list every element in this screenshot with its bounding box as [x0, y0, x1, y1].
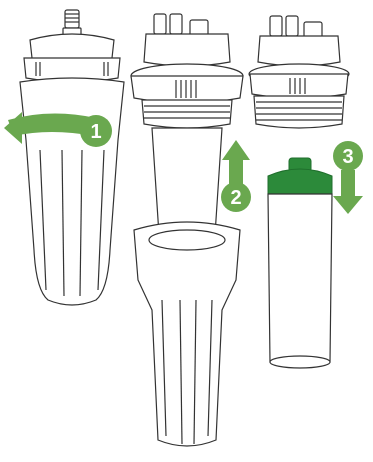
replacement-cartridge — [268, 158, 332, 368]
housing-head — [144, 34, 230, 66]
cartridge-body — [268, 194, 332, 367]
step-3-down-arrow: 3 — [333, 141, 363, 214]
arrow-down-icon — [333, 170, 363, 214]
thread-ring — [142, 100, 232, 128]
step-3-number: 3 — [342, 146, 353, 168]
filter-body — [20, 78, 124, 305]
assembled-filter-housing — [20, 10, 124, 305]
step-2-up-arrow: 2 — [221, 140, 251, 212]
housing-head-right — [249, 16, 349, 128]
filter-bowl — [134, 222, 240, 446]
top-fitting — [65, 10, 79, 28]
fitting-2 — [170, 14, 182, 34]
cartridge-green-cap — [268, 169, 332, 194]
fitting-1 — [154, 14, 166, 34]
step-2-number: 2 — [230, 187, 241, 209]
open-filter-housing — [131, 14, 243, 250]
step-1-number: 1 — [90, 121, 101, 143]
